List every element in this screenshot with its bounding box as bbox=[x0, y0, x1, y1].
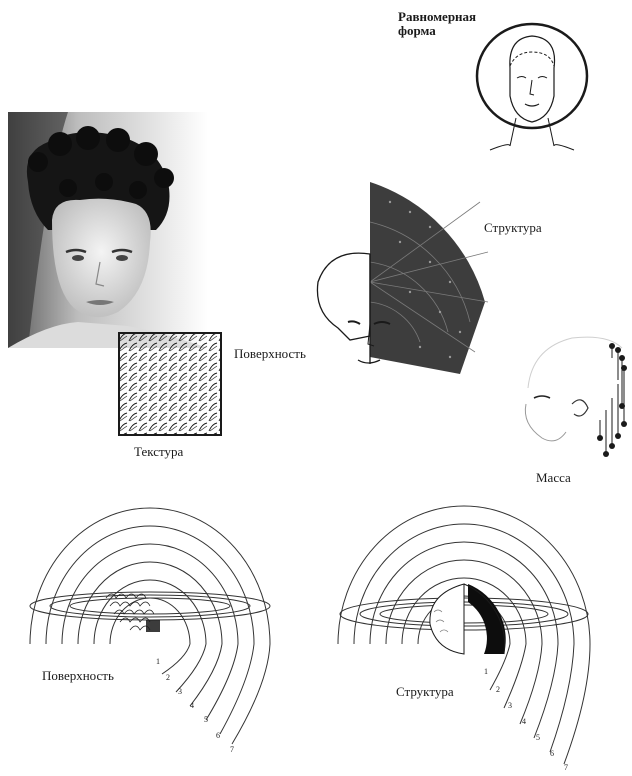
right-diagram-number-2: 2 bbox=[496, 685, 500, 694]
left-diagram-number-7: 7 bbox=[230, 745, 234, 754]
left-diagram-number-3: 3 bbox=[178, 687, 182, 696]
uniform-form-label-line2: форма bbox=[398, 24, 476, 38]
right-diagram-number-7: 7 bbox=[564, 763, 568, 772]
texture-label: Текстура bbox=[134, 444, 183, 460]
uniform-form-label-line1: Равномерная bbox=[398, 10, 476, 24]
structure-top-label: Структура bbox=[484, 220, 542, 236]
left-diagram-number-2: 2 bbox=[166, 673, 170, 682]
structure-layers-diagram: 123 4 5 6 7 bbox=[324, 494, 624, 772]
left-diagram-number-5: 5 bbox=[204, 715, 208, 724]
uniform-form-head-illustration bbox=[470, 18, 600, 158]
surface-bottom-label: Поверхность bbox=[42, 668, 114, 684]
structure-fan-head-illustration bbox=[310, 182, 490, 378]
mass-head-profile-illustration bbox=[512, 328, 632, 464]
left-diagram-number-4: 4 bbox=[190, 701, 194, 710]
left-diagram-number-6: 6 bbox=[216, 731, 220, 740]
left-diagram-number-1: 1 bbox=[156, 657, 160, 666]
woman-portrait-photo bbox=[8, 112, 208, 348]
right-diagram-number-4: 4 bbox=[522, 717, 526, 726]
right-diagram-number-3: 3 bbox=[508, 701, 512, 710]
structure-bottom-label: Структура bbox=[396, 684, 454, 700]
surface-middle-label: Поверхность bbox=[234, 346, 306, 362]
right-diagram-number-6: 6 bbox=[550, 749, 554, 758]
texture-pattern-square bbox=[118, 332, 222, 436]
right-diagram-number-5: 5 bbox=[536, 733, 540, 742]
uniform-form-label: Равномерная форма bbox=[398, 10, 476, 38]
mass-label: Масса bbox=[536, 470, 571, 486]
right-diagram-number-1: 1 bbox=[484, 667, 488, 676]
